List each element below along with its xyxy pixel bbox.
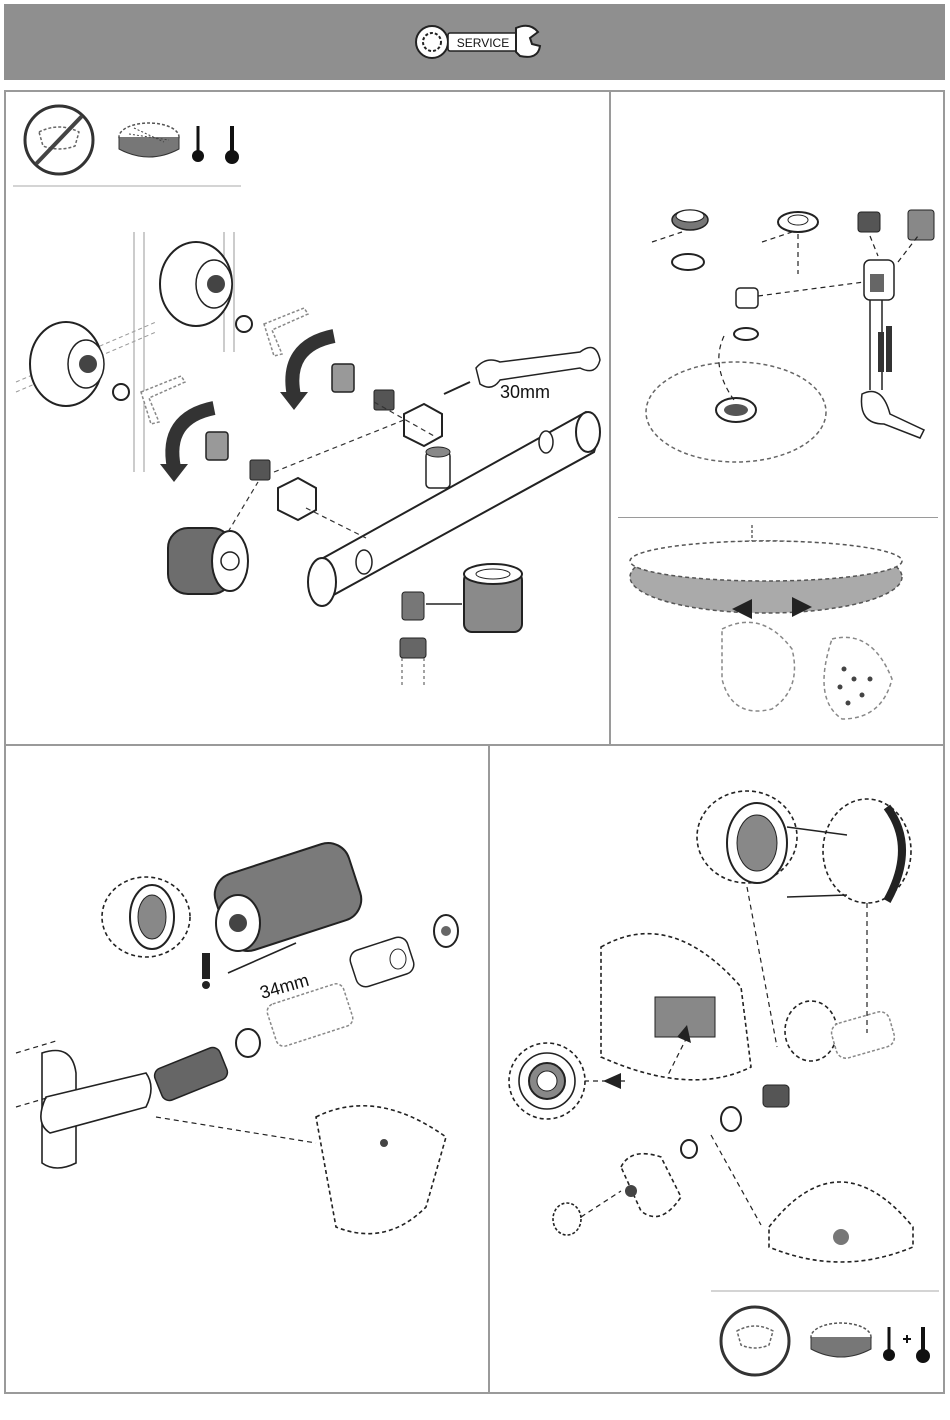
adapter-nut bbox=[736, 288, 758, 308]
wrench-30mm-label: 30mm bbox=[500, 382, 550, 402]
handle-dome bbox=[769, 1182, 913, 1262]
small-nut-grey bbox=[908, 210, 934, 240]
hex-nut-upper bbox=[404, 404, 442, 446]
nozzle-plate-detail bbox=[838, 667, 873, 706]
check-valve-cartridge bbox=[168, 528, 248, 594]
spindle-insert bbox=[152, 1045, 230, 1103]
rotate-arrow-right-icon bbox=[292, 336, 334, 396]
upward-arrow-icon bbox=[878, 326, 892, 372]
panel-showerhead-exploded bbox=[612, 92, 942, 516]
index-cap bbox=[553, 1203, 581, 1235]
thermometer-cold-icon-bottom bbox=[883, 1327, 895, 1361]
ball-joint bbox=[864, 260, 894, 300]
panel-showerhead-cleaning bbox=[612, 519, 942, 744]
small-nut-dark bbox=[858, 212, 880, 232]
caution-dot bbox=[202, 981, 210, 989]
divider-right-mid bbox=[618, 517, 938, 518]
handle-cap-front bbox=[697, 791, 797, 883]
end-cap-nut bbox=[434, 915, 458, 947]
inlet-pipe bbox=[402, 658, 424, 688]
showerhead-plate bbox=[646, 362, 826, 462]
wrench-icon bbox=[516, 26, 540, 57]
leader-wrench bbox=[444, 382, 470, 394]
thermometer-cold-icon bbox=[192, 126, 204, 162]
panel-thermostat-cartridge: 34mm bbox=[6, 747, 488, 1392]
service-label: SERVICE bbox=[457, 36, 509, 50]
filter-screen-icon bbox=[119, 123, 179, 157]
mixer-body-left bbox=[41, 1051, 151, 1169]
allen-key-left bbox=[141, 376, 185, 424]
arm-pipe bbox=[861, 300, 924, 438]
adjuster-nut bbox=[721, 1107, 741, 1131]
connector-nut-large bbox=[672, 210, 708, 230]
service-banner: SERVICE bbox=[4, 4, 945, 80]
service-badge: SERVICE bbox=[4, 4, 945, 80]
panel-valve-exploded: 30mm bbox=[6, 92, 609, 744]
inlet-nut bbox=[400, 638, 426, 658]
thermostat-cartridge bbox=[209, 837, 367, 956]
adapter-sleeve bbox=[348, 935, 417, 990]
rotate-arrowhead-right-icon bbox=[280, 392, 308, 410]
gear-icon bbox=[416, 26, 448, 58]
stop-ring-assembly bbox=[785, 1001, 897, 1061]
screw-left bbox=[113, 384, 129, 400]
rotate-arrowhead-left-icon bbox=[160, 464, 188, 482]
filter-screen-icon-bottom bbox=[811, 1323, 871, 1357]
thermometer-hot-icon-bottom bbox=[916, 1327, 930, 1363]
filter-cup-icon bbox=[464, 564, 522, 632]
splined-ring-icon bbox=[509, 1043, 585, 1119]
valve-housing bbox=[601, 934, 751, 1080]
divider-top-vertical bbox=[609, 90, 611, 746]
hand-outline bbox=[722, 622, 892, 719]
caution-icon bbox=[202, 953, 210, 979]
handle-ring bbox=[102, 877, 190, 957]
o-ring-large bbox=[672, 254, 704, 270]
adjuster-spindle bbox=[763, 1085, 789, 1107]
no-water-icon-bottom bbox=[721, 1307, 789, 1375]
plus-icon bbox=[903, 1335, 911, 1343]
seal-left bbox=[250, 460, 270, 480]
handle-cap-back bbox=[823, 799, 911, 903]
hex-nut-left bbox=[278, 478, 316, 520]
showerhead-face bbox=[630, 525, 902, 613]
handle-cap-left bbox=[30, 322, 104, 406]
handle-cap-upper bbox=[160, 242, 232, 326]
o-ring-small bbox=[734, 328, 758, 340]
handle-knob bbox=[316, 1106, 446, 1234]
divider-horizontal bbox=[4, 744, 945, 746]
spindle-upper bbox=[332, 364, 354, 392]
spindle-nut bbox=[236, 1029, 260, 1057]
divider-bottom-vertical bbox=[488, 744, 490, 1394]
screw-upper bbox=[236, 316, 252, 332]
panel-handle-exploded bbox=[491, 747, 943, 1392]
connector-ring bbox=[778, 212, 818, 232]
no-water-icon bbox=[25, 106, 93, 174]
thermometer-hot-icon bbox=[225, 126, 239, 164]
spindle-left bbox=[206, 432, 228, 460]
handle-grip bbox=[621, 1154, 681, 1217]
inlet-filter bbox=[402, 592, 424, 620]
screw-small bbox=[681, 1140, 697, 1158]
